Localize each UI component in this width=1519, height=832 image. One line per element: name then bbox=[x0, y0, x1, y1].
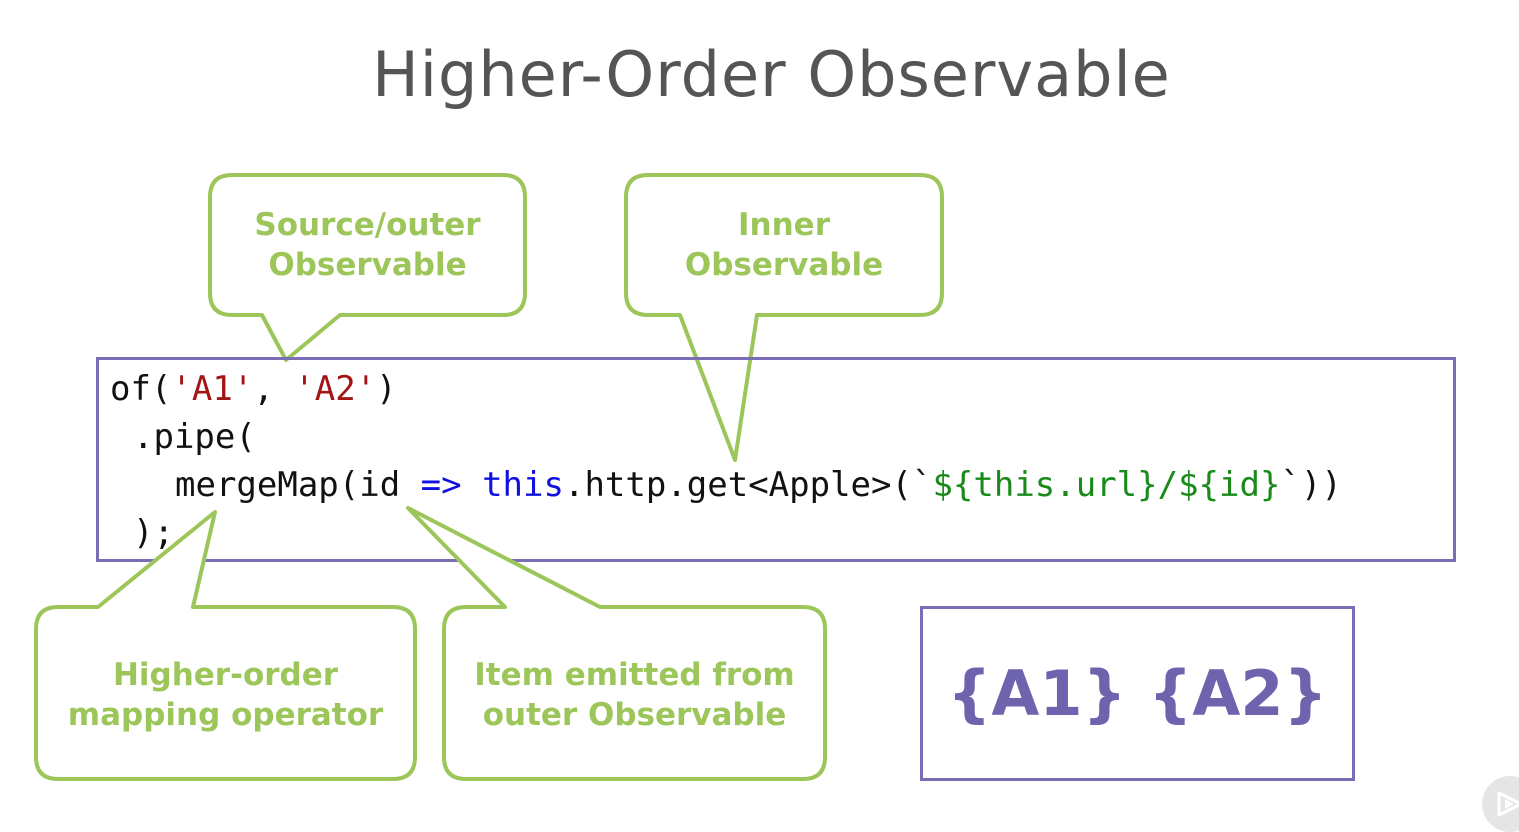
string-literal: 'A2' bbox=[294, 369, 377, 409]
code-line-1: of('A1', 'A2') bbox=[110, 369, 397, 409]
result-box: {A1} {A2} bbox=[920, 606, 1355, 781]
callout-inner-line2: Observable bbox=[684, 247, 884, 283]
callout-source-line2: Observable bbox=[268, 247, 467, 283]
callout-source: Source/outer Observable bbox=[210, 205, 525, 285]
code-line-4: ); bbox=[133, 513, 174, 553]
this-keyword: this bbox=[482, 465, 564, 505]
callout-item-line1: Item emitted from bbox=[474, 657, 795, 693]
player-button[interactable] bbox=[1482, 776, 1519, 832]
code-text: .http.get<Apple>(` bbox=[563, 465, 933, 505]
string-literal: 'A1' bbox=[171, 369, 254, 409]
callout-source-shape bbox=[208, 173, 527, 362]
callout-inner-line1: Inner bbox=[738, 207, 830, 243]
callout-operator-line2: mapping operator bbox=[67, 697, 384, 733]
callout-source-line1: Source/outer bbox=[254, 207, 481, 243]
code-panel bbox=[96, 357, 1456, 562]
slide-title: Higher-Order Observable bbox=[372, 38, 1171, 111]
result-text: {A1} {A2} bbox=[947, 657, 1328, 730]
callout-item: Item emitted from outer Observable bbox=[444, 655, 825, 735]
code-text: ) bbox=[376, 369, 397, 409]
template-literal: ${this.url}/${id} bbox=[932, 465, 1281, 505]
callout-item-line2: outer Observable bbox=[482, 697, 787, 733]
callout-item-shape bbox=[406, 506, 827, 781]
callout-operator-line1: Higher-order bbox=[112, 657, 339, 693]
code-text: mergeMap(id bbox=[175, 465, 421, 505]
code-text: of( bbox=[110, 369, 172, 409]
code-line-2: .pipe( bbox=[133, 417, 256, 457]
callout-operator: Higher-order mapping operator bbox=[36, 655, 415, 735]
code-text bbox=[462, 465, 482, 505]
callout-inner: Inner Observable bbox=[626, 205, 942, 285]
arrow-operator: => bbox=[420, 465, 462, 505]
code-text: `)) bbox=[1280, 465, 1342, 505]
code-line-3: mergeMap(id => this.http.get<Apple>(`${t… bbox=[175, 465, 1342, 505]
callout-inner-shape bbox=[624, 173, 944, 462]
play-logo-icon bbox=[1497, 791, 1519, 817]
code-text: , bbox=[253, 369, 295, 409]
callout-operator-shape bbox=[34, 510, 417, 781]
